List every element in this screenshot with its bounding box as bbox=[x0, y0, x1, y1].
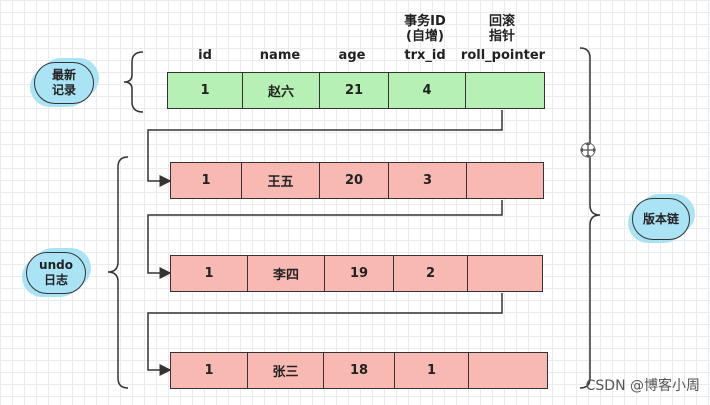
undo-record-row: 1 王五 20 3 bbox=[170, 162, 544, 199]
cell-name: 王五 bbox=[240, 162, 321, 199]
cell-roll-pointer bbox=[467, 255, 543, 292]
cell-trx-id: 2 bbox=[392, 255, 469, 292]
cell-age: 20 bbox=[319, 162, 389, 199]
cell-roll-pointer bbox=[468, 352, 548, 389]
header-roll-pointer: roll_pointer bbox=[460, 48, 546, 63]
pointer-arrow-1 bbox=[147, 110, 503, 187]
pointer-arrow-2 bbox=[147, 200, 503, 279]
header-name: name bbox=[259, 48, 301, 63]
latest-record-row: 1 赵六 21 4 bbox=[167, 72, 545, 109]
version-chain-label: 版本链 bbox=[632, 198, 690, 240]
undo-record-row: 1 李四 19 2 bbox=[170, 255, 543, 292]
header-roll-title: 回滚 指针 bbox=[488, 14, 515, 44]
cell-name: 赵六 bbox=[241, 72, 321, 109]
cell-id: 1 bbox=[167, 72, 243, 109]
cell-trx-id: 3 bbox=[387, 162, 468, 199]
cell-trx-id: 1 bbox=[393, 352, 470, 389]
cell-age: 18 bbox=[323, 352, 395, 389]
header-age: age bbox=[338, 48, 366, 63]
cell-name: 李四 bbox=[246, 255, 326, 292]
cell-name: 张三 bbox=[246, 352, 325, 389]
latest-record-label: 最新 记录 bbox=[34, 62, 94, 104]
undo-log-label: undo 日志 bbox=[26, 252, 86, 294]
chain-brace bbox=[579, 47, 601, 389]
pointer-arrow-3 bbox=[147, 293, 503, 376]
latest-brace bbox=[123, 51, 144, 113]
move-cursor-icon bbox=[580, 142, 596, 158]
cell-id: 1 bbox=[170, 162, 242, 199]
cell-id: 1 bbox=[170, 352, 248, 389]
undo-brace bbox=[107, 156, 129, 389]
header-id: id bbox=[198, 48, 212, 63]
header-trx-id: trx_id bbox=[404, 48, 446, 63]
cell-id: 1 bbox=[170, 255, 248, 292]
cell-age: 21 bbox=[319, 72, 389, 109]
cell-trx-id: 4 bbox=[387, 72, 467, 109]
cell-roll-pointer bbox=[465, 72, 545, 109]
watermark: CSDN @博客小周 bbox=[585, 378, 700, 394]
undo-record-row: 1 张三 18 1 bbox=[170, 352, 548, 389]
cell-age: 19 bbox=[324, 255, 394, 292]
cell-roll-pointer bbox=[466, 162, 544, 199]
header-trx-title: 事务ID (自增) bbox=[404, 14, 446, 44]
